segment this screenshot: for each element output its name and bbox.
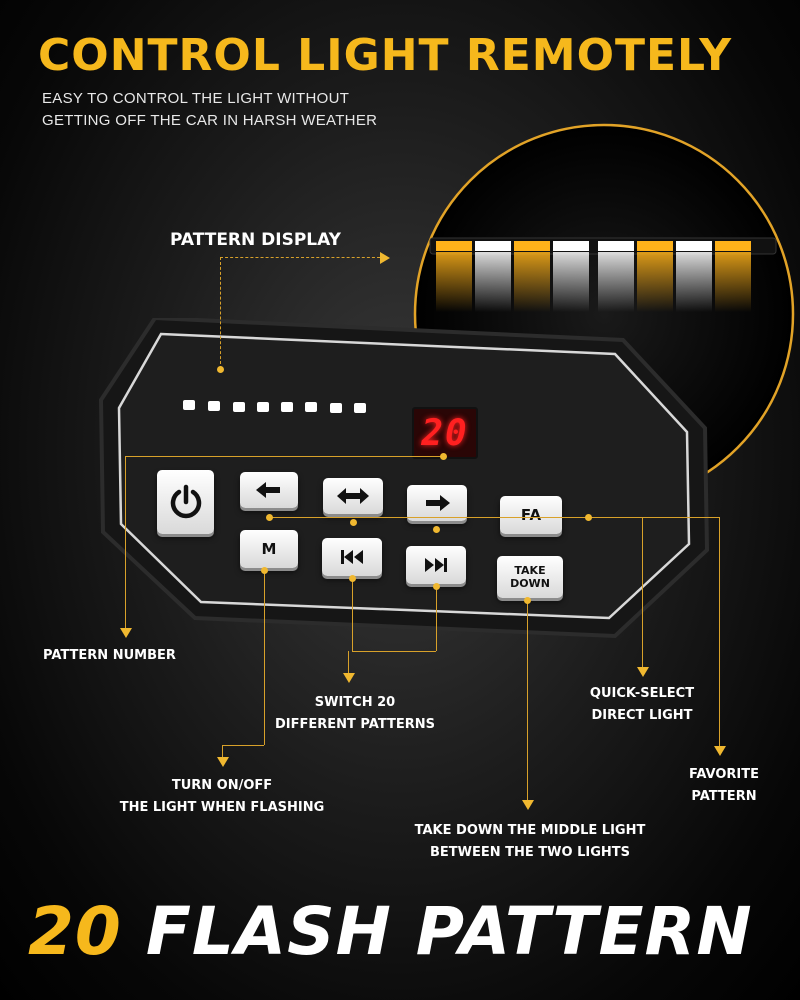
leader-turn-on-off-v: [264, 570, 265, 745]
leader-take-down-v: [527, 600, 528, 800]
subline-2: GETTING OFF THE CAR IN HARSH WEATHER: [42, 112, 378, 129]
leader-pattern-number-h: [125, 456, 443, 457]
power-button[interactable]: [157, 470, 214, 534]
skip-forward-button[interactable]: [406, 546, 466, 584]
bottom-title: 20 FLASH PATTERN: [28, 893, 753, 970]
pattern-number-display: 20: [412, 407, 478, 459]
dot-right-arrow: [433, 526, 440, 533]
mode-button-label: M: [261, 540, 277, 558]
take-down-label-line1: TAKE: [514, 564, 546, 577]
skip-forward-icon: [425, 558, 447, 572]
mode-button[interactable]: M: [240, 530, 298, 568]
leader-switch-h: [352, 651, 436, 652]
callout-quick-select-line2: DIRECT LIGHT: [591, 708, 693, 723]
leader-quick-select-h: [270, 517, 642, 518]
bottom-title-text: FLASH PATTERN: [145, 893, 753, 970]
callout-pattern-number: PATTERN NUMBER: [43, 648, 176, 663]
headline: CONTROL LIGHT REMOTELY: [38, 30, 733, 81]
dot-display: [440, 453, 447, 460]
bottom-title-number: 20: [28, 893, 122, 970]
leader-pattern-display-v: [220, 257, 221, 369]
cycle-pattern-button[interactable]: [323, 478, 383, 514]
favorite-button[interactable]: FA: [500, 496, 562, 534]
skip-back-icon: [341, 550, 363, 564]
arrow-quick-select: [637, 667, 649, 677]
leader-pattern-display-h: [220, 257, 380, 258]
callout-switch-patterns-line2: DIFFERENT PATTERNS: [275, 717, 435, 732]
favorite-button-label: FA: [520, 506, 542, 524]
callout-switch-patterns-line1: SWITCH 20: [314, 695, 396, 710]
callout-quick-select-line1: QUICK-SELECT: [589, 686, 695, 701]
callout-favorite-line1: FAVORITE: [688, 767, 760, 782]
callout-turn-on-off-line1: TURN ON/OFF: [171, 778, 273, 793]
dot-favorite: [585, 514, 592, 521]
arrow-right-icon: [426, 495, 450, 511]
dot-both-arrow: [350, 519, 357, 526]
arrow-favorite: [714, 746, 726, 756]
arrow-turn-on-off: [217, 757, 229, 767]
previous-pattern-button[interactable]: [240, 472, 298, 508]
callout-favorite: FAVORITE PATTERN: [664, 764, 784, 808]
dot-skip-back: [349, 575, 356, 582]
leader-turn-on-off-v2: [222, 745, 223, 759]
callout-take-down-line2: BETWEEN THE TWO LIGHTS: [429, 845, 630, 860]
dot-mode: [261, 567, 268, 574]
callout-turn-on-off: TURN ON/OFF THE LIGHT WHEN FLASHING: [100, 775, 344, 819]
dot-take-down: [524, 597, 531, 604]
callout-quick-select: QUICK-SELECT DIRECT LIGHT: [572, 683, 712, 727]
callout-turn-on-off-line2: THE LIGHT WHEN FLASHING: [119, 800, 325, 815]
callout-pattern-display: PATTERN DISPLAY: [170, 230, 341, 250]
callout-favorite-line2: PATTERN: [691, 789, 757, 804]
led-indicator-row: [183, 398, 373, 414]
arrow-take-down: [522, 800, 534, 810]
next-pattern-button[interactable]: [407, 485, 467, 521]
dot-led-row: [217, 366, 224, 373]
leader-switch-mid-v: [348, 651, 349, 673]
power-icon: [170, 484, 201, 519]
leader-switch-right-v: [436, 586, 437, 651]
leader-pattern-number-v: [125, 456, 126, 628]
take-down-label-line2: DOWN: [510, 577, 550, 590]
leader-favorite-v: [719, 517, 720, 747]
arrow-left-icon: [256, 482, 280, 498]
arrow-both-icon: [337, 488, 369, 504]
leader-favorite-h: [589, 517, 719, 518]
dot-left-arrow: [266, 514, 273, 521]
arrow-pattern-display: [380, 252, 390, 264]
subline-1: EASY TO CONTROL THE LIGHT WITHOUT: [42, 90, 350, 107]
leader-turn-on-off-h: [222, 745, 264, 746]
arrow-pattern-number: [120, 628, 132, 638]
dot-skip-forward: [433, 583, 440, 590]
take-down-button[interactable]: TAKE DOWN: [497, 556, 563, 598]
callout-switch-patterns: SWITCH 20 DIFFERENT PATTERNS: [255, 692, 455, 736]
leader-quick-select-v: [642, 517, 643, 667]
display-value: 20: [421, 412, 469, 454]
skip-back-button[interactable]: [322, 538, 382, 576]
callout-take-down: TAKE DOWN THE MIDDLE LIGHT BETWEEN THE T…: [380, 820, 680, 864]
leader-switch-left-v: [352, 578, 353, 651]
callout-take-down-line1: TAKE DOWN THE MIDDLE LIGHT: [414, 823, 646, 838]
arrow-switch: [343, 673, 355, 683]
